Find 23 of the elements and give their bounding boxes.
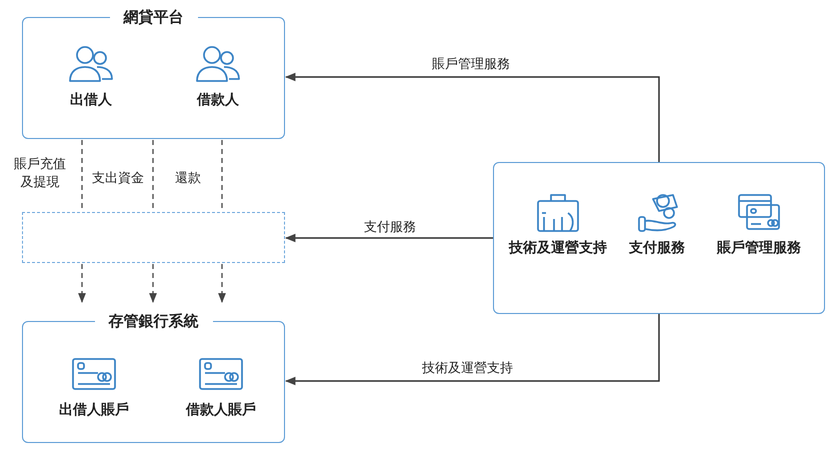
item-label: 賬戶管理服務 <box>717 239 801 258</box>
flow-label: 還款 <box>174 170 202 188</box>
item-label: 支付服務 <box>629 239 685 258</box>
connector-line <box>81 140 83 211</box>
connector-line <box>152 140 154 211</box>
arrow <box>284 234 493 242</box>
item-label: 借款人 <box>197 91 239 110</box>
dashed-box <box>22 212 285 263</box>
item-label: 技術及運營支持 <box>509 239 607 258</box>
arrow <box>284 72 660 162</box>
item-label: 出借人 <box>70 91 112 110</box>
flow-label: 支出資金 <box>91 170 145 188</box>
item-label: 借款人賬戶 <box>186 401 256 420</box>
flow-label: 賬戶充值及提現 <box>13 156 67 192</box>
arrow <box>284 314 660 386</box>
arrow <box>78 264 86 303</box>
item-label: 出借人賬戶 <box>59 401 129 420</box>
arrow <box>149 264 157 303</box>
group-title: 網貸平台 <box>110 8 198 26</box>
group-title: 存管銀行系統 <box>94 312 212 330</box>
service-box <box>493 162 825 314</box>
arrow <box>218 264 226 303</box>
connector-line <box>221 140 223 211</box>
